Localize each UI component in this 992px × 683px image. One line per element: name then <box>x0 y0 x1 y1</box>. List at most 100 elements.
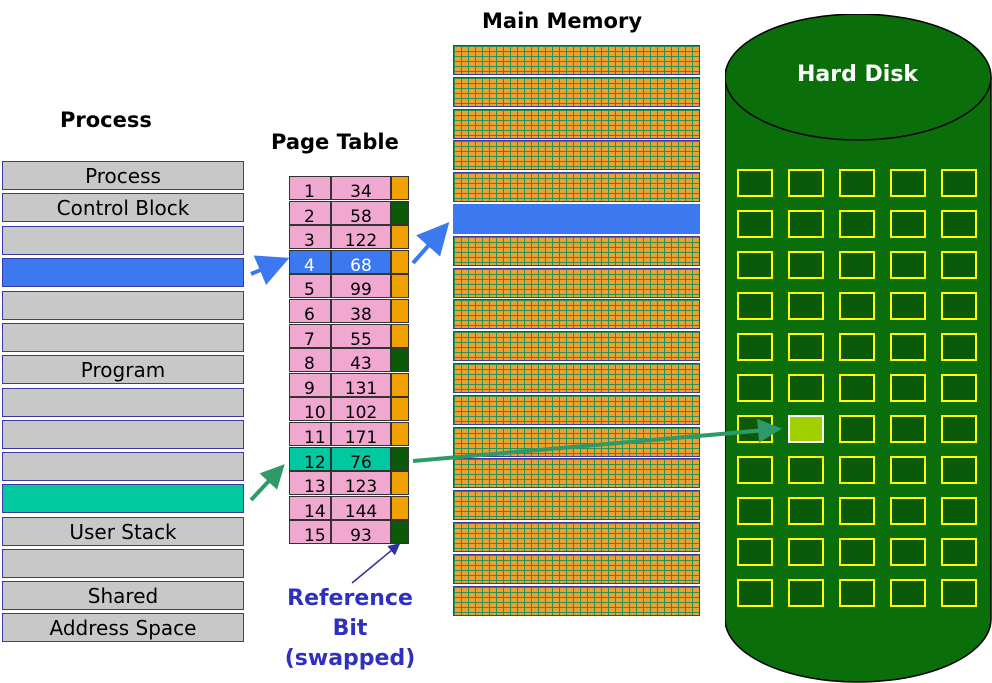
disk-block <box>788 497 824 525</box>
process-row-label: Shared <box>87 583 159 608</box>
memory-frame <box>453 458 700 489</box>
disk-block <box>890 210 926 238</box>
process-row-label: Address Space <box>49 615 197 640</box>
page-number: 13 <box>289 471 331 496</box>
memory-frame <box>453 394 700 425</box>
frame-number: 38 <box>331 299 391 323</box>
disk-block <box>788 538 824 566</box>
disk-block <box>788 169 824 197</box>
disk-block <box>737 579 773 607</box>
reference-bit-cell <box>391 249 409 274</box>
disk-block <box>839 169 875 197</box>
process-row: Control Block <box>2 193 244 222</box>
disk-block <box>839 333 875 361</box>
hard-disk-title: Hard Disk <box>797 62 919 87</box>
process-row-label: User Stack <box>69 519 177 544</box>
page-number: 10 <box>289 397 331 422</box>
disk-block <box>788 374 824 402</box>
frame-number: 99 <box>331 274 391 299</box>
disk-block <box>788 579 824 607</box>
disk-block <box>890 415 926 443</box>
disk-block <box>941 456 977 484</box>
frame-number: 131 <box>331 372 391 397</box>
disk-block <box>941 374 977 402</box>
disk-block <box>890 292 926 320</box>
memory-frame <box>453 76 700 107</box>
arrow-process-to-page-table <box>250 255 290 286</box>
reference-bit-cell <box>391 299 409 323</box>
page-number: 4 <box>289 249 331 274</box>
process-row <box>2 484 244 513</box>
frame-number: 102 <box>331 397 391 422</box>
page-number: 14 <box>289 495 331 520</box>
disk-block <box>839 579 875 607</box>
page-number: 6 <box>289 299 331 323</box>
disk-block <box>839 415 875 443</box>
memory-frame <box>453 299 700 330</box>
memory-frame <box>453 108 700 139</box>
reference-bit-cell <box>391 176 409 200</box>
disk-block <box>737 538 773 566</box>
process-row <box>2 549 244 578</box>
page-table-title: Page Table <box>271 130 399 154</box>
memory-frame <box>453 363 700 393</box>
process-row: User Stack <box>2 517 244 546</box>
disk-block <box>737 374 773 402</box>
disk-block <box>941 497 977 525</box>
disk-block <box>788 456 824 484</box>
page-number: 11 <box>289 422 331 446</box>
disk-block <box>737 333 773 361</box>
page-number: 12 <box>289 446 331 471</box>
memory-frame <box>453 267 700 298</box>
arrow-page-table-to-disk <box>412 418 782 463</box>
page-number: 7 <box>289 323 331 348</box>
disk-block <box>737 169 773 197</box>
reference-bit-cell <box>391 446 409 471</box>
memory-frame <box>453 235 700 266</box>
disk-block <box>890 538 926 566</box>
process-title: Process <box>60 108 152 132</box>
disk-block <box>890 579 926 607</box>
process-row-label: Program <box>80 357 166 382</box>
disk-block-swapped <box>788 415 824 443</box>
memory-frame-highlighted <box>453 204 700 234</box>
main-memory-title: Main Memory <box>482 9 643 33</box>
annotation-line-1: Reference <box>287 586 413 611</box>
disk-block <box>941 579 977 607</box>
process-row <box>2 258 244 287</box>
disk-block <box>737 497 773 525</box>
process-row-label: Process <box>85 163 161 188</box>
frame-number: 171 <box>331 422 391 446</box>
disk-block <box>890 497 926 525</box>
process-row-label: Control Block <box>56 195 190 220</box>
memory-frame <box>453 585 700 616</box>
disk-block <box>941 251 977 279</box>
process-row <box>2 420 244 449</box>
disk-block <box>839 251 875 279</box>
annotation-line-2: Bit <box>332 616 368 641</box>
reference-bit-cell <box>391 323 409 348</box>
disk-block <box>788 251 824 279</box>
process-row: Program <box>2 355 244 384</box>
reference-bit-cell <box>391 372 409 397</box>
memory-frame <box>453 140 700 171</box>
disk-block <box>839 210 875 238</box>
process-row: Process <box>2 161 244 190</box>
process-row <box>2 452 244 481</box>
disk-block <box>737 456 773 484</box>
disk-block <box>941 169 977 197</box>
disk-block <box>839 374 875 402</box>
reference-bit-cell <box>391 200 409 225</box>
memory-frame <box>453 522 700 552</box>
page-number: 3 <box>289 225 331 250</box>
page-number: 9 <box>289 372 331 397</box>
disk-block <box>890 169 926 197</box>
reference-bit-cell <box>391 422 409 446</box>
frame-number: 144 <box>331 495 391 520</box>
reference-bit-annotation: Reference Bit (swapped) <box>268 584 432 674</box>
disk-block <box>941 210 977 238</box>
disk-block <box>788 210 824 238</box>
memory-frame <box>453 172 700 203</box>
disk-block <box>737 292 773 320</box>
process-row: Shared <box>2 581 244 610</box>
